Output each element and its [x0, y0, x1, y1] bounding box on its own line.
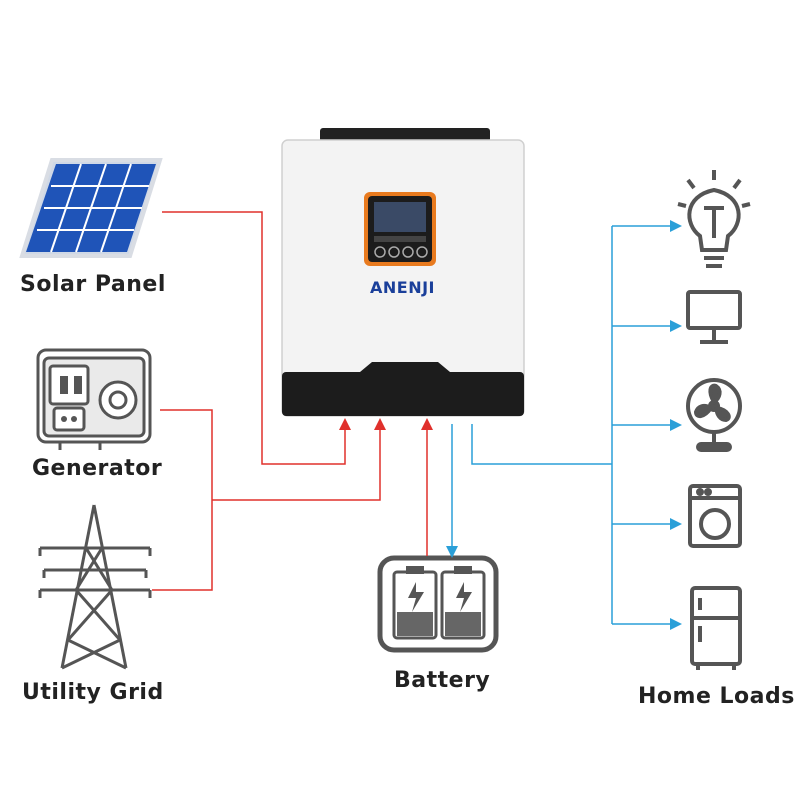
inverter [281, 128, 525, 417]
solar-panel-label: Solar Panel [20, 272, 166, 297]
transmission-tower-icon [38, 504, 152, 670]
light-bulb-icon [677, 170, 751, 268]
generator-label: Generator [32, 456, 163, 481]
brand-text: ANENJI [370, 278, 435, 297]
generator-icon [36, 348, 152, 450]
battery-label: Battery [394, 668, 491, 693]
utility-grid-label: Utility Grid [22, 680, 164, 705]
washing-machine-icon [688, 484, 742, 548]
solar-to-inverter-line [162, 211, 351, 465]
output-connection-lines [446, 220, 682, 630]
solar-panel-icon [19, 158, 163, 258]
generator-to-inverter-line [152, 409, 213, 591]
inverter-brand-logo: ANENJI [370, 278, 435, 297]
refrigerator-icon [690, 586, 742, 670]
fan-icon [686, 378, 742, 452]
inverter-to-loads-trunk [471, 424, 612, 465]
input-connection-lines [152, 211, 433, 591]
home-loads-label: Home Loads [638, 684, 795, 709]
battery-icon [377, 555, 499, 653]
inverter-display-panel [364, 192, 436, 266]
monitor-icon [686, 290, 742, 344]
grid-to-inverter-line [212, 418, 386, 501]
